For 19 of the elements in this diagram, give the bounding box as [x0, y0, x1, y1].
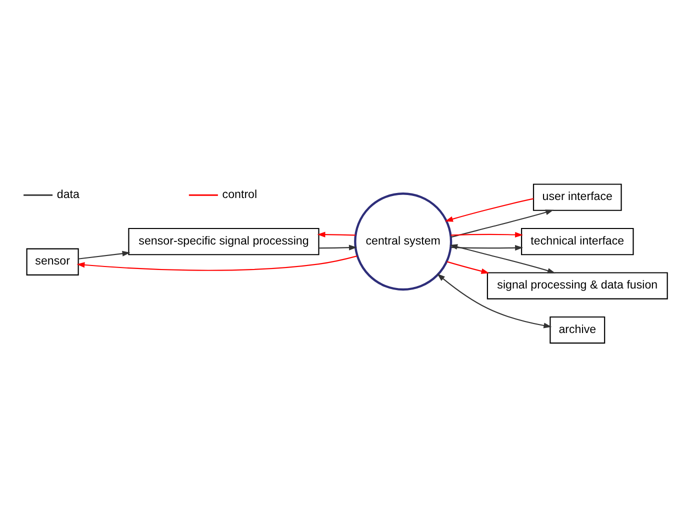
legend-label: data — [56, 187, 80, 200]
node-box: technical interface — [521, 227, 634, 255]
node-box: sensor — [26, 248, 79, 275]
arrow — [444, 198, 534, 222]
node-box: sensor-specific signal processing — [128, 227, 320, 255]
arrow — [78, 250, 130, 259]
node-box: user interface — [532, 183, 622, 210]
arrow — [446, 260, 490, 274]
arrow — [450, 209, 554, 238]
node-box: archive — [550, 316, 606, 344]
arrow — [450, 244, 524, 250]
arrow — [437, 273, 552, 328]
arrow — [318, 244, 357, 250]
arrow — [76, 255, 358, 270]
node-box: signal processing & data fusion — [486, 272, 668, 299]
arrow — [450, 244, 556, 273]
legend-label: control — [222, 187, 258, 200]
arrow — [317, 231, 356, 237]
arrow — [450, 231, 524, 238]
